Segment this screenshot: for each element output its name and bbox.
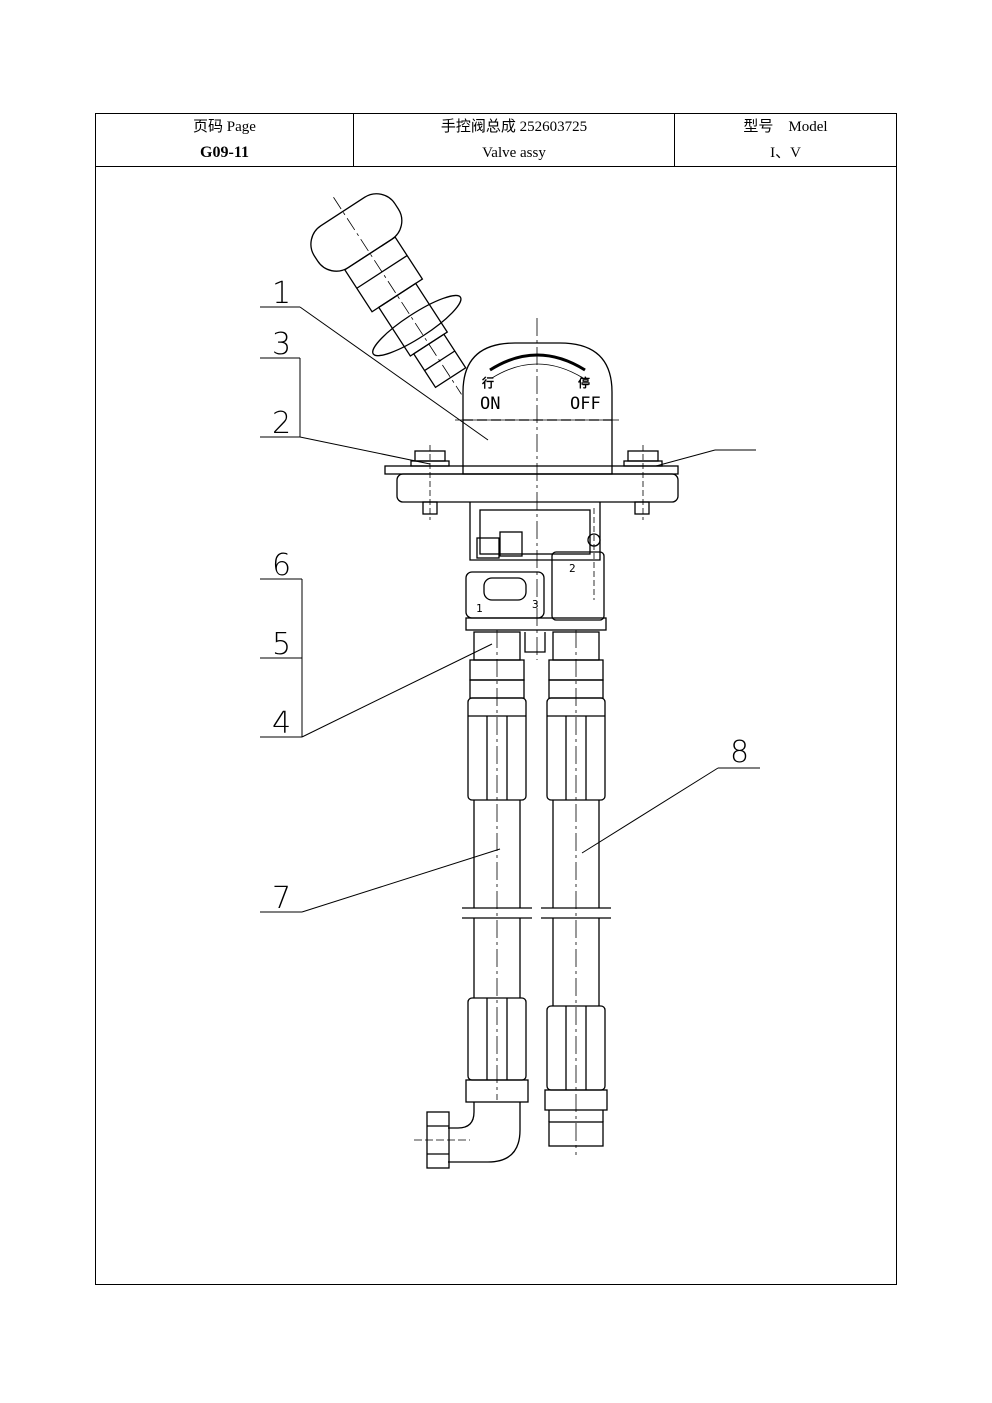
port-label-3: 3 bbox=[532, 598, 539, 611]
title-cn: 手控阀总成 252603725 bbox=[440, 119, 588, 135]
port-block-right bbox=[551, 551, 605, 621]
model-label: 型号 Model bbox=[743, 119, 828, 135]
mounting-plate bbox=[384, 445, 679, 520]
callout-8: 8 bbox=[730, 735, 749, 770]
callout-6: 6 bbox=[272, 548, 291, 583]
drawing-sheet: 页码 Page G09-11 手控阀总成 252603725 Valve ass… bbox=[95, 113, 897, 1285]
callout-7: 7 bbox=[272, 881, 291, 916]
dial-off-cn: 停 bbox=[578, 375, 590, 390]
handle-shaft bbox=[377, 282, 449, 357]
callout-4: 4 bbox=[272, 706, 291, 741]
handle-assembly bbox=[310, 193, 467, 395]
handle-neck bbox=[343, 236, 424, 313]
callout-2: 2 bbox=[272, 406, 291, 441]
dial-on-cn: 行 bbox=[481, 375, 494, 390]
right-hose bbox=[541, 630, 611, 1155]
left-hose bbox=[414, 630, 532, 1169]
title-block: 页码 Page G09-11 手控阀总成 252603725 Valve ass… bbox=[96, 114, 896, 167]
page-number: G09-11 bbox=[200, 144, 249, 161]
dial-on-label: ON bbox=[480, 394, 500, 414]
handle-knob bbox=[310, 193, 403, 272]
port-label-2: 2 bbox=[569, 562, 576, 575]
left-hose-elbow bbox=[448, 1102, 521, 1163]
callout-3: 3 bbox=[272, 327, 291, 362]
handle-flange bbox=[372, 294, 462, 357]
dial-off-label: OFF bbox=[570, 394, 601, 414]
page-label: 页码 Page bbox=[193, 119, 256, 135]
port-label-1: 1 bbox=[476, 602, 483, 615]
dial-arc bbox=[489, 353, 586, 372]
page-cell: 页码 Page G09-11 bbox=[96, 114, 354, 166]
valve-body bbox=[465, 502, 607, 653]
leader-lines bbox=[260, 306, 760, 913]
callout-5: 5 bbox=[272, 627, 291, 662]
callout-1: 1 bbox=[272, 276, 291, 311]
title-en: Valve assy bbox=[482, 145, 546, 161]
model-cell: 型号 Model I、V bbox=[675, 114, 896, 166]
model-value: I、V bbox=[770, 145, 801, 161]
title-cell: 手控阀总成 252603725 Valve assy bbox=[354, 114, 675, 166]
